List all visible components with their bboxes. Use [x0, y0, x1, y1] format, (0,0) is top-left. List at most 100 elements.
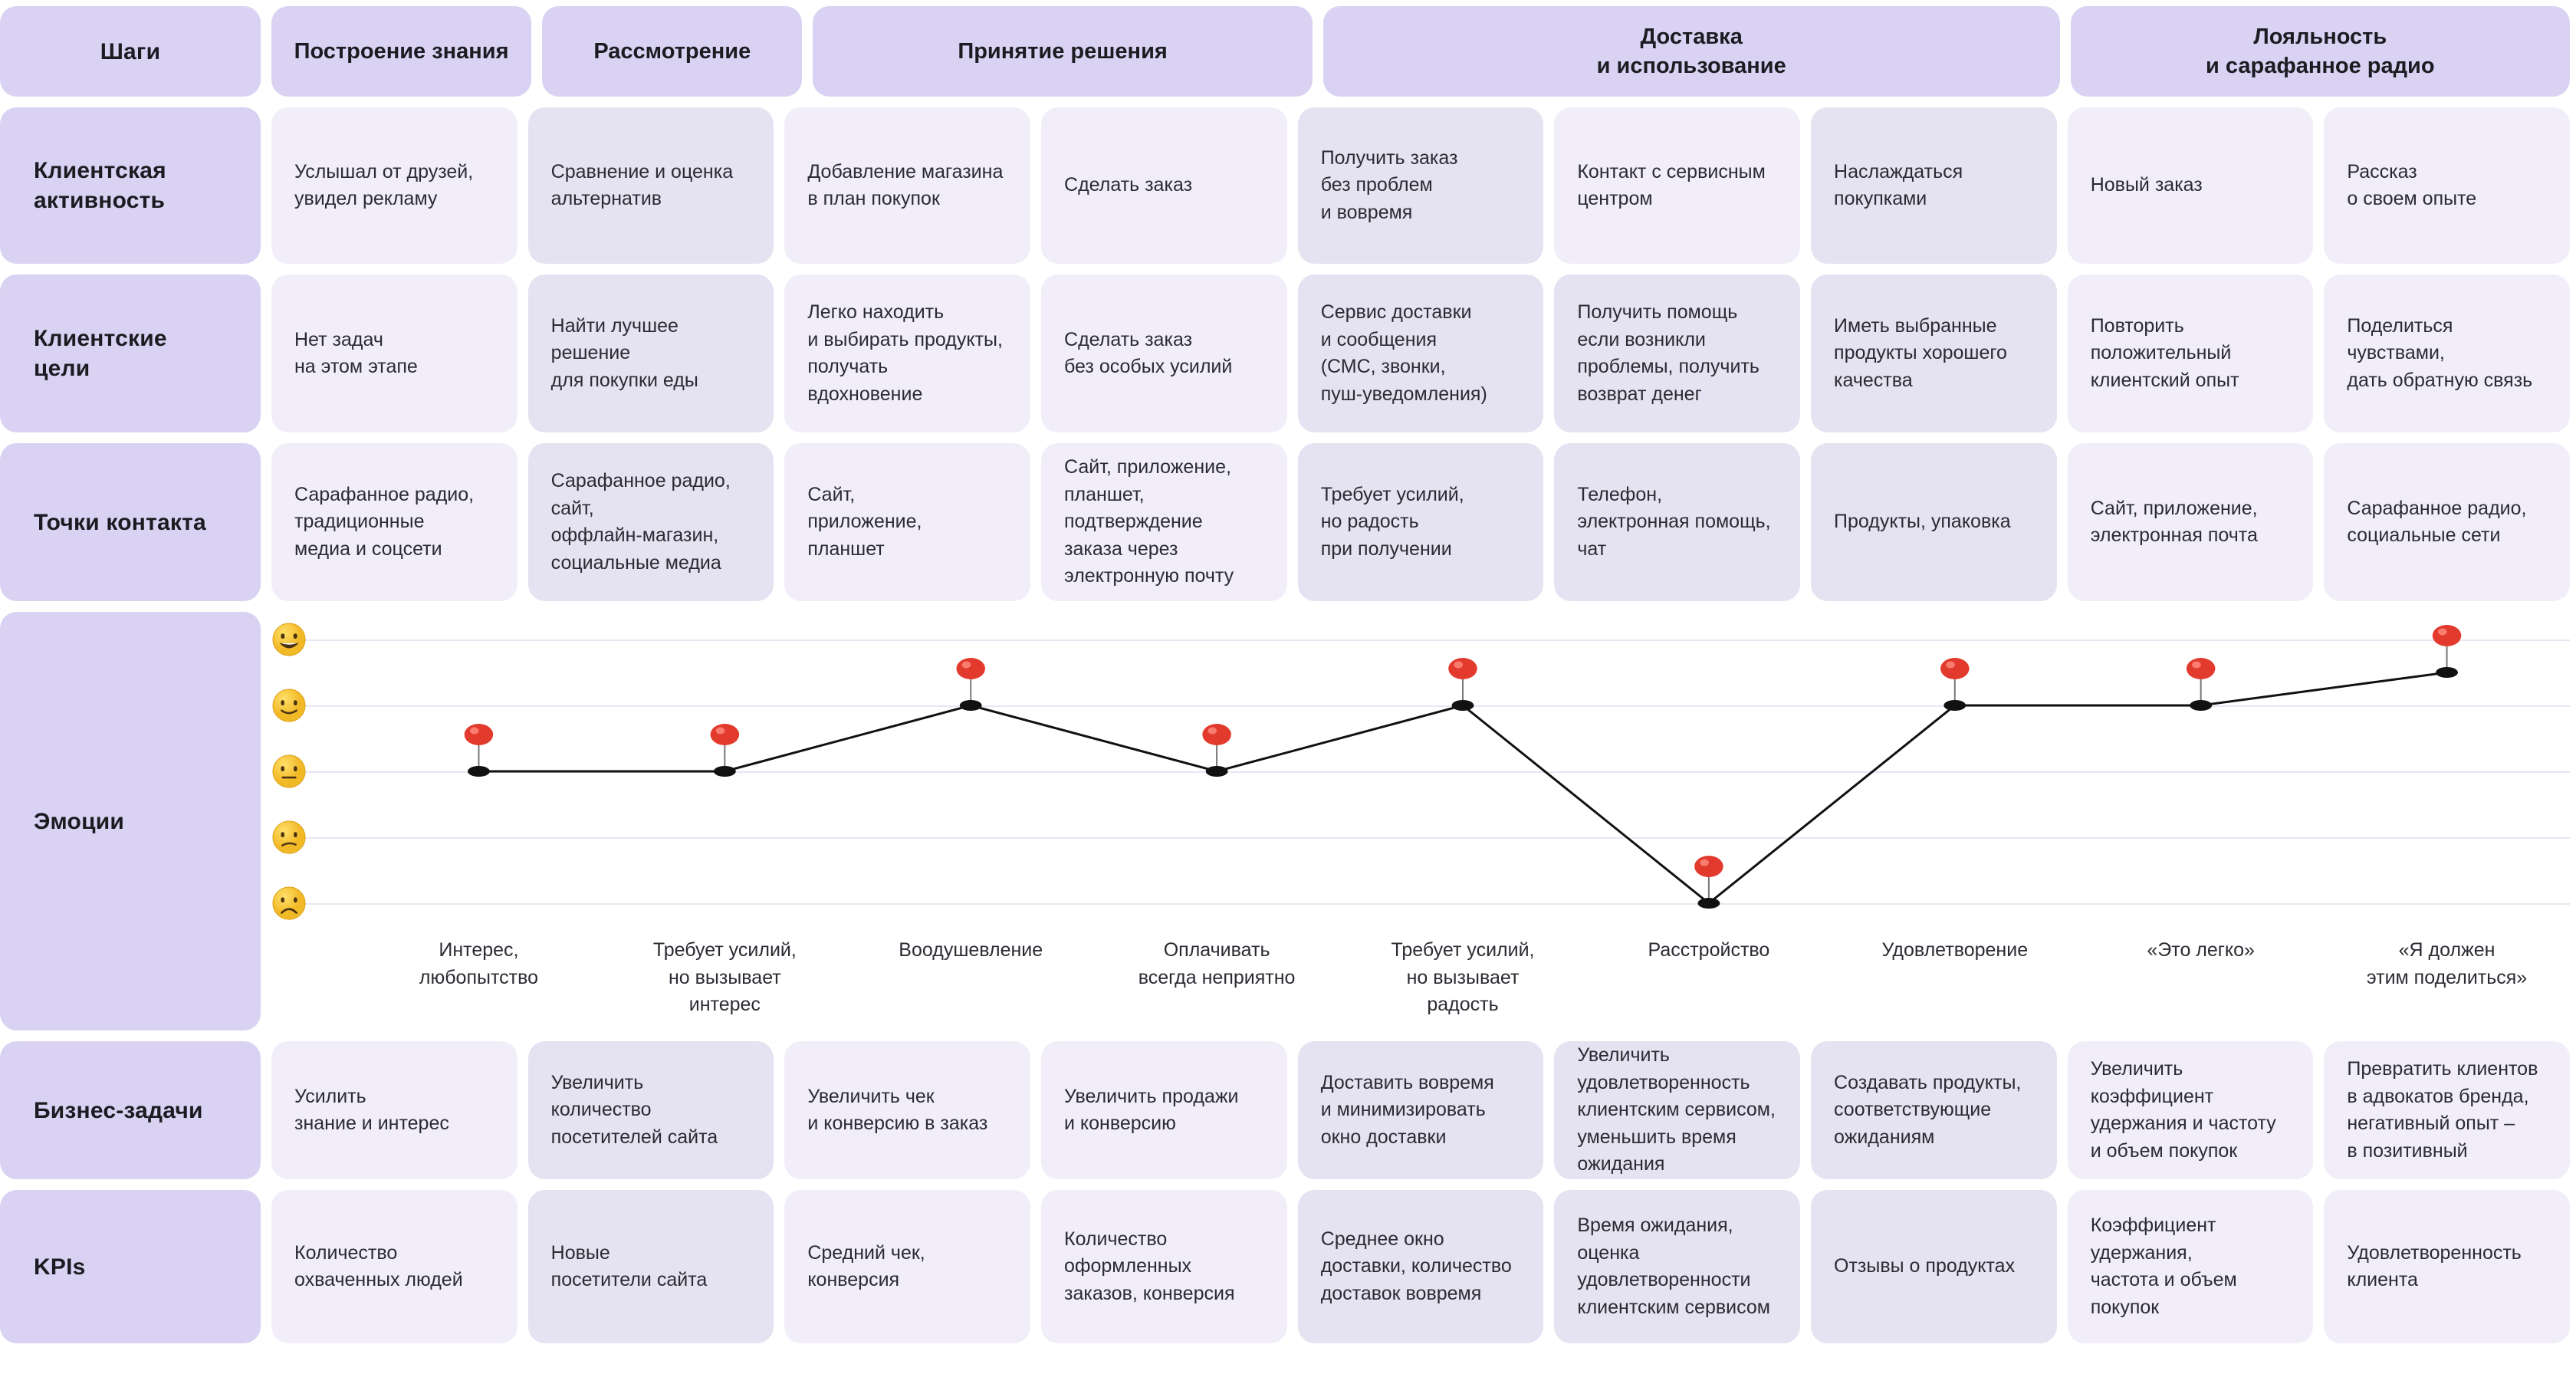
emotion-label-6: Удовлетворение	[1881, 939, 2029, 961]
row-label-kpis: KPIs	[0, 1190, 261, 1343]
grinning-face-icon	[271, 622, 307, 657]
slightly-smiling-face-icon	[271, 688, 307, 723]
emotions-markers[interactable]	[464, 625, 2462, 909]
row-label-touchpoints: Точки контакта	[0, 443, 261, 601]
row-label-customer-goals: Клиентские цели	[0, 274, 261, 432]
red-pin-marker[interactable]	[956, 658, 985, 711]
steps-label-text: Шаги	[100, 38, 161, 64]
gridline-1	[293, 903, 2570, 905]
gridline-4	[293, 705, 2570, 707]
slightly-frowning-face-icon	[271, 820, 307, 855]
cell-kpis-6[interactable]: Отзывы о продуктах	[1811, 1190, 2057, 1343]
cell-touchpoints-7[interactable]: Сайт, приложение,электронная почта	[2067, 443, 2314, 601]
row-label-kpis-text: KPIs	[34, 1254, 86, 1280]
stage-header-consideration[interactable]: Рассмотрение	[542, 6, 803, 97]
emotion-label-5: Расстройство	[1648, 939, 1770, 961]
cell-touchpoints-2[interactable]: Сайт,приложение,планшет	[784, 443, 1031, 601]
cell-activity-0[interactable]: Услышал от друзей,увидел рекламу	[271, 107, 518, 264]
red-pin-marker[interactable]	[1448, 658, 1477, 711]
row-label-touchpoints-text: Точки контакта	[34, 509, 206, 535]
red-pin-marker[interactable]	[710, 724, 740, 777]
row-label-emotions-text: Эмоции	[34, 808, 124, 834]
stage-header-delivery[interactable]: Доставка и использование	[1322, 6, 2060, 97]
cell-activity-7[interactable]: Новый заказ	[2067, 107, 2314, 264]
stage-header-decision-text: Принятие решения	[958, 38, 1168, 64]
row-label-emotions: Эмоции	[0, 612, 261, 1030]
red-pin-marker[interactable]	[1940, 658, 1970, 711]
cell-kpis-2[interactable]: Средний чек,конверсия	[784, 1190, 1031, 1343]
cell-touchpoints-8[interactable]: Сарафанное радио,социальные сети	[2324, 443, 2571, 601]
emotions-y-axis	[271, 612, 2570, 934]
red-pin-marker[interactable]	[464, 724, 494, 777]
emotion-label-2: Воодушевление	[899, 939, 1043, 961]
gridline-2	[293, 837, 2570, 839]
row-label-goals-line1: Клиентские	[34, 326, 167, 351]
row-emotions: Эмоции	[0, 612, 2576, 1030]
emotions-line-chart	[356, 612, 2570, 934]
cell-touchpoints-5[interactable]: Телефон,электронная помощь,чат	[1554, 443, 1801, 601]
stage-header-loyalty[interactable]: Лояльность и сарафанное радио	[2070, 6, 2571, 97]
row-label-business-goals: Бизнес-задачи	[0, 1041, 261, 1179]
stage-header-decision[interactable]: Принятие решения	[813, 6, 1313, 97]
row-label-activity-line2: активность	[34, 188, 166, 213]
stage-header-consideration-text: Рассмотрение	[593, 38, 751, 64]
stage-header-loyalty-line2: и сарафанное радио	[2205, 54, 2435, 78]
stage-header-awareness[interactable]: Построение знания	[271, 6, 532, 97]
red-pin-marker[interactable]	[2186, 658, 2216, 711]
stage-header-loyalty-line1: Лояльность	[2253, 24, 2387, 49]
gridline-3	[293, 771, 2570, 773]
red-pin-marker[interactable]	[1694, 856, 1723, 909]
cell-touchpoints-1[interactable]: Сарафанное радио,сайт,оффлайн-магазин,со…	[527, 443, 774, 601]
cell-touchpoints-6[interactable]: Продукты, упаковка	[1811, 443, 2057, 601]
cell-activity-3[interactable]: Сделать заказ	[1041, 107, 1287, 264]
frowning-face-icon	[271, 886, 307, 921]
red-pin-marker[interactable]	[1202, 724, 1231, 777]
stage-header-row: Шаги Построение знания Рассмотрение Прин…	[0, 6, 2576, 97]
row-label-activity-line1: Клиентская	[34, 158, 166, 183]
red-pin-marker[interactable]	[2432, 625, 2462, 678]
row-label-business-text: Бизнес-задачи	[34, 1097, 203, 1123]
emotion-label-7: «Это легко»	[2147, 939, 2255, 961]
emotions-chart-svg	[464, 625, 2462, 909]
